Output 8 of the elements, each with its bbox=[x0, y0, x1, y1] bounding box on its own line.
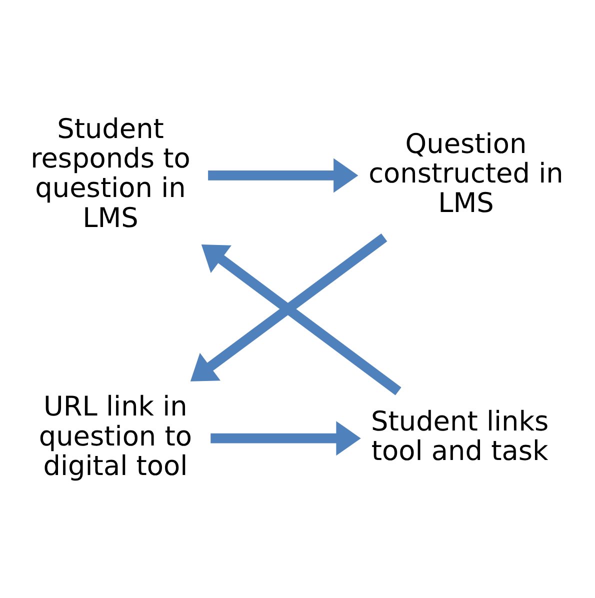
arrow bbox=[208, 158, 358, 192]
node-text: Student links tool and task bbox=[370, 406, 549, 467]
arrow bbox=[190, 232, 388, 381]
arrow bbox=[210, 420, 361, 456]
node-text: URL link in question to digital tool bbox=[38, 391, 192, 482]
node-text: Student responds to question in LMS bbox=[30, 113, 190, 234]
node-text: Question constructed in LMS bbox=[368, 128, 564, 218]
arrow bbox=[201, 244, 402, 395]
